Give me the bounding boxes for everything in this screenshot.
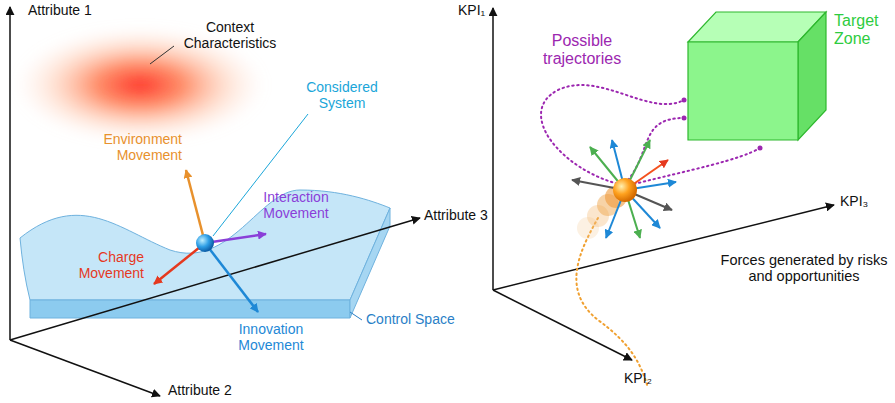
system-label: Considered System xyxy=(300,80,384,111)
system-sphere xyxy=(613,178,637,202)
context-label: Context Characteristics xyxy=(178,20,282,51)
axis-label: Attribute 3 xyxy=(424,208,488,224)
trajectory-path xyxy=(628,118,684,180)
axis-line xyxy=(492,8,494,290)
charge-arrow xyxy=(154,243,205,284)
axis-line xyxy=(10,218,420,340)
axis-line xyxy=(9,7,11,340)
movement-label: Environment Movement xyxy=(94,132,182,163)
cube-side xyxy=(798,12,826,140)
trajectories-label: Possible trajectories xyxy=(532,32,632,68)
trajectory-path xyxy=(634,148,760,184)
cube-front xyxy=(688,42,798,140)
axis-label: KPI₁ xyxy=(458,3,485,19)
control-space-side xyxy=(350,208,390,318)
movement-arrows xyxy=(154,170,266,312)
leader-line xyxy=(150,46,174,64)
control-space-surface xyxy=(20,190,390,300)
trajectory-end xyxy=(682,98,687,103)
control-space xyxy=(20,190,390,318)
axis-line xyxy=(10,340,160,396)
trajectory-end xyxy=(682,116,687,121)
control-space-front xyxy=(30,300,350,318)
axis-label: KPI₃ xyxy=(840,194,868,210)
kpi-axes xyxy=(493,8,834,360)
target-zone-label: Target Zone xyxy=(834,12,888,48)
axis-label: Attribute 2 xyxy=(168,383,232,399)
movement-label: Innovation Movement xyxy=(230,322,312,353)
trail-path xyxy=(576,218,648,388)
system-sphere xyxy=(196,234,214,252)
trajectory-path xyxy=(541,85,684,185)
innovation-arrow xyxy=(205,243,258,312)
trajectory-end xyxy=(758,146,763,151)
axis-line xyxy=(493,290,632,360)
control-space-label: Control Space xyxy=(366,312,455,328)
movement-label: Charge Movement xyxy=(70,250,144,281)
environment-arrow xyxy=(186,170,205,243)
past-trail xyxy=(576,186,648,388)
target-zone: Target Zone xyxy=(680,4,892,144)
axis-label: KPI₂ xyxy=(624,371,652,387)
interaction-arrow xyxy=(205,234,266,243)
movement-label: Interaction Movement xyxy=(254,190,338,221)
force-arrows xyxy=(572,140,676,238)
forces-note: Forces generated by risks and opportunit… xyxy=(718,252,890,284)
leader-line xyxy=(350,312,362,320)
axis-label: Attribute 1 xyxy=(28,3,92,19)
attribute-axes xyxy=(10,7,420,396)
